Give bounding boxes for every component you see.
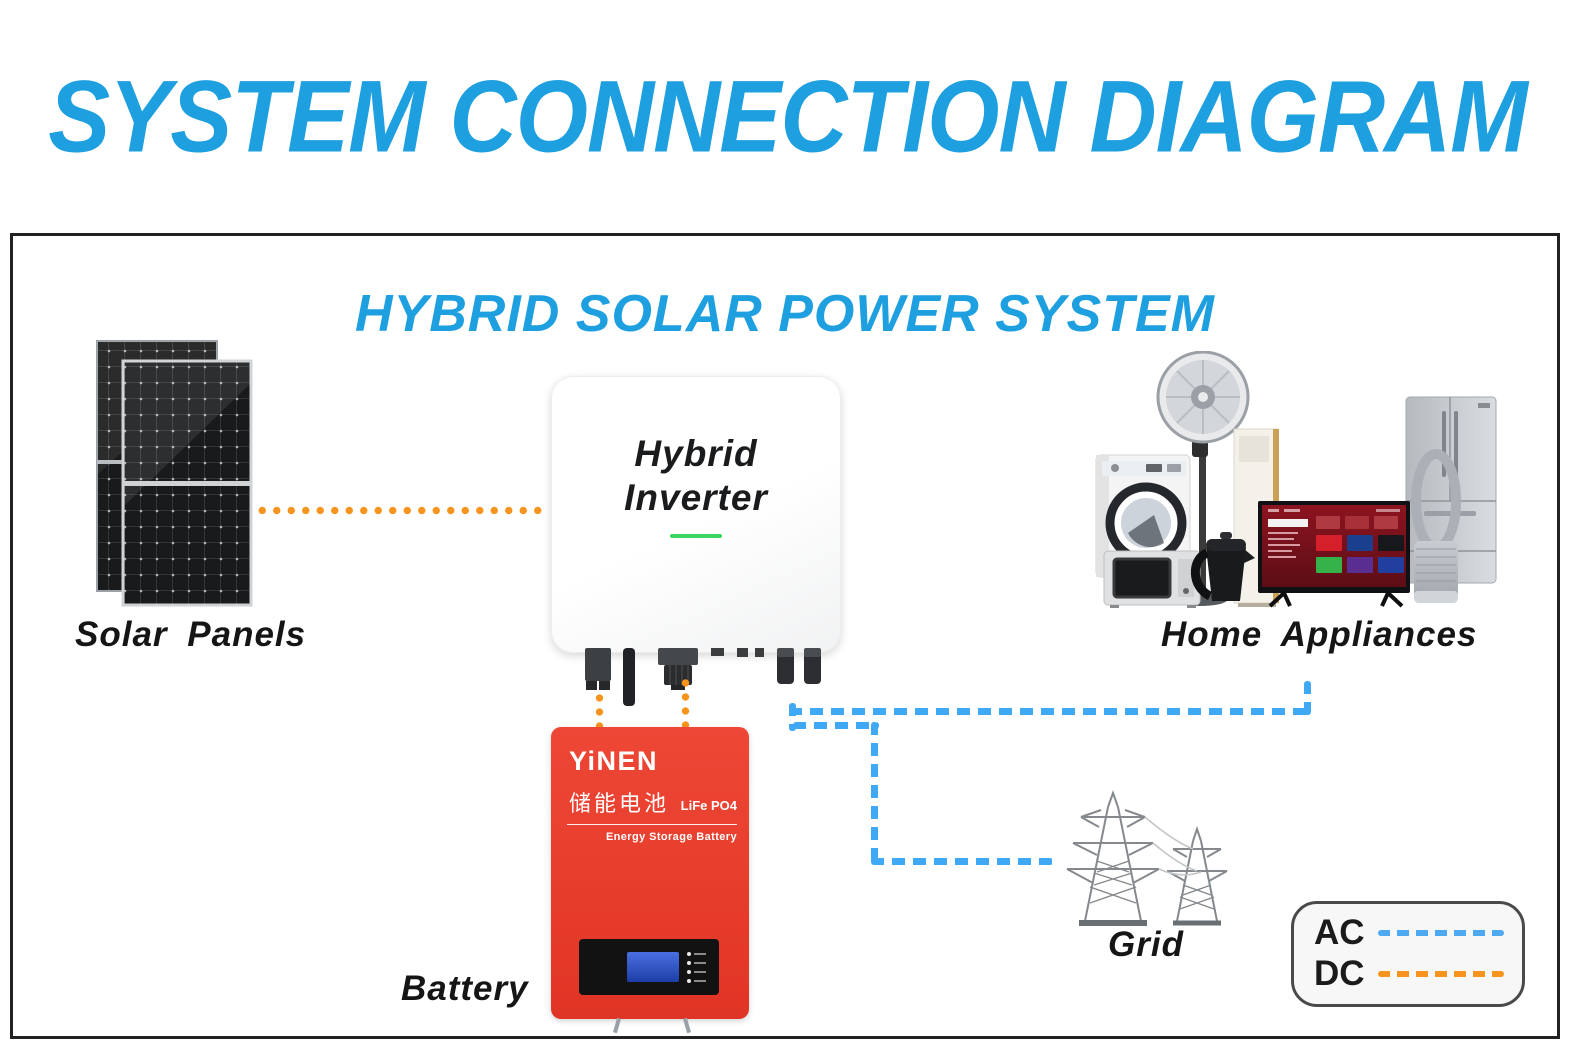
battery-subtitle: Energy Storage Battery bbox=[605, 831, 737, 843]
dc-line-inverter-to-battery-2 bbox=[681, 676, 690, 730]
battery-label: Battery bbox=[401, 969, 529, 1008]
battery-device: YiNEN 储能电池 LiFe PO4 Energy Storage Batte… bbox=[551, 727, 749, 1034]
legend-ac-row: AC bbox=[1314, 913, 1504, 953]
pedestal-fan bbox=[1156, 351, 1250, 606]
ac-line-sample bbox=[1378, 929, 1504, 936]
legend-box: AC DC bbox=[1291, 901, 1525, 1007]
battery-divider bbox=[567, 824, 737, 825]
inverter-label: Hybrid Inverter bbox=[551, 432, 841, 539]
diagram-subtitle: HYBRID SOLAR POWER SYSTEM bbox=[355, 285, 1215, 343]
home-appliances-label: Home Appliances bbox=[1161, 615, 1478, 654]
microwave bbox=[1103, 550, 1201, 608]
grid-label: Grid bbox=[1108, 925, 1184, 964]
solar-panels-label: Solar Panels bbox=[75, 615, 307, 654]
solar-panels-icon bbox=[96, 340, 253, 607]
battery-chinese-name: 储能电池 bbox=[569, 791, 670, 816]
page-title: SYSTEM CONNECTION DIAGRAM bbox=[48, 59, 1528, 174]
dc-line-sample bbox=[1378, 970, 1504, 977]
battery-brand-logo: YiNEN bbox=[569, 746, 659, 776]
battery-chemistry: LiFe PO4 bbox=[680, 798, 737, 813]
home-appliances-icon bbox=[1095, 351, 1497, 608]
battery-foot-right bbox=[683, 1017, 691, 1034]
ac-line-to-appliances-horizontal bbox=[789, 708, 1311, 715]
hybrid-inverter-device: Hybrid Inverter bbox=[551, 376, 841, 653]
inverter-label-line2: Inverter bbox=[624, 476, 768, 518]
ac-line-to-grid-horizontal-2 bbox=[871, 858, 1053, 865]
legend-ac-label: AC bbox=[1314, 912, 1365, 952]
legend-dc-row: DC bbox=[1314, 954, 1504, 994]
ac-line-to-grid-vertical bbox=[871, 722, 878, 866]
battery-display-panel bbox=[579, 939, 719, 995]
inverter-label-line1: Hybrid bbox=[634, 433, 758, 474]
washing-machine bbox=[1095, 454, 1191, 578]
ac-line-to-grid-horizontal-1 bbox=[793, 722, 879, 729]
legend-dc-label: DC bbox=[1314, 953, 1365, 993]
smart-tv bbox=[1258, 501, 1410, 608]
inverter-led bbox=[670, 534, 722, 539]
grid-towers-icon bbox=[1066, 790, 1228, 926]
ac-line-inverter-drop bbox=[789, 703, 796, 731]
dc-line-inverter-to-battery-1 bbox=[595, 691, 604, 729]
diagram-border-box: HYBRID SOLAR POWER SYSTEM Solar Panels bbox=[10, 233, 1560, 1039]
dc-line-solar-to-inverter bbox=[255, 506, 547, 515]
kettle bbox=[1190, 532, 1255, 601]
air-purifier bbox=[1411, 449, 1461, 603]
battery-lcd-screen bbox=[627, 952, 679, 982]
battery-foot-left bbox=[613, 1017, 621, 1034]
ac-line-to-appliances-riser bbox=[1304, 681, 1311, 715]
battery-indicator-leds bbox=[687, 952, 706, 983]
